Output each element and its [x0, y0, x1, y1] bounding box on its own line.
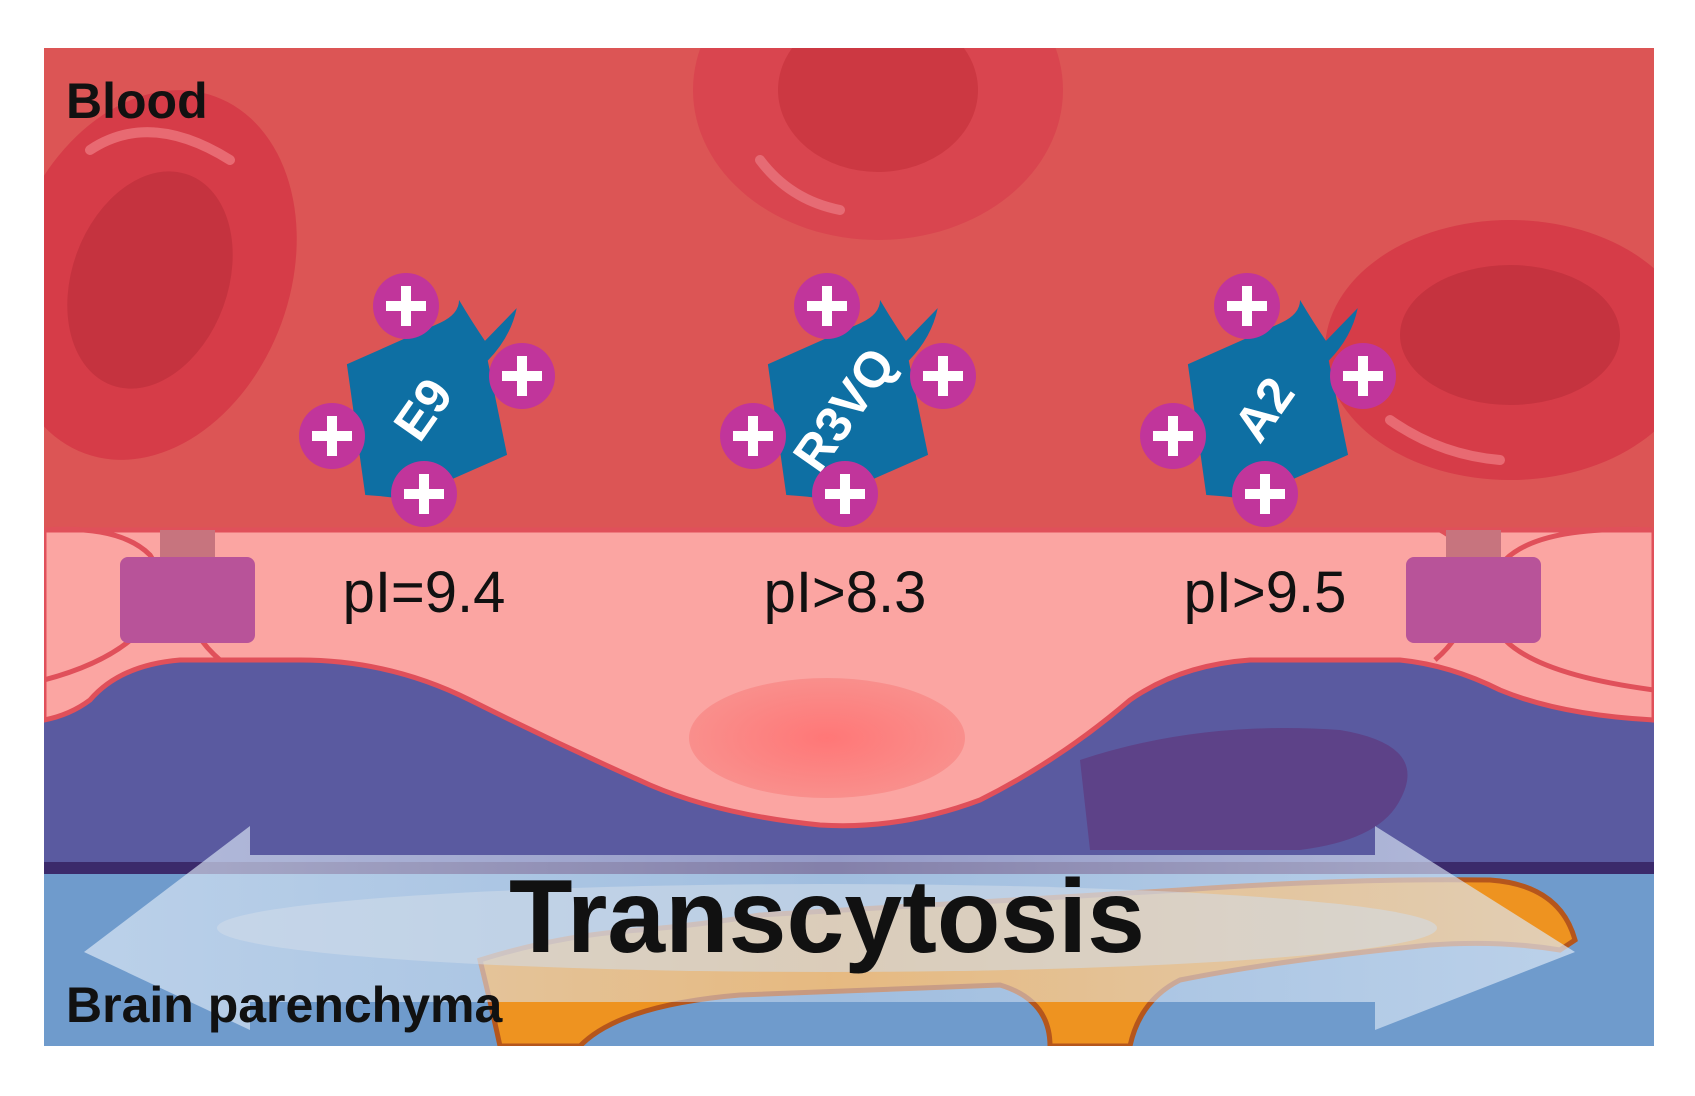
- pi-label-r3vq: pI>8.3: [764, 560, 927, 625]
- brain-label: Brain parenchyma: [66, 977, 503, 1033]
- plus-circle-icon: [1140, 403, 1206, 469]
- transcytosis-label: Transcytosis: [509, 859, 1145, 975]
- tight-junction-left: [120, 557, 255, 643]
- red-blood-cell-right: [1325, 220, 1654, 480]
- plus-circle-icon: [1214, 273, 1280, 339]
- plus-circle-icon: [794, 273, 860, 339]
- peptide-body: [1187, 300, 1358, 500]
- junction-link-left: [160, 530, 215, 557]
- plus-circle-icon: [812, 461, 878, 527]
- red-blood-cell-left: [44, 90, 297, 460]
- plus-circle-icon: [299, 403, 365, 469]
- endothelial-cell: [44, 527, 1654, 829]
- plus-circle-icon: [373, 273, 439, 339]
- plus-circle-icon: [910, 343, 976, 409]
- plus-circle-icon: [391, 461, 457, 527]
- red-blood-cell-top: [693, 48, 1063, 240]
- pericyte-dark: [1080, 728, 1408, 850]
- plus-circle-icon: [489, 343, 555, 409]
- tight-junction-right: [1406, 557, 1541, 643]
- plus-circle-icon: [720, 403, 786, 469]
- transcytosis-vesicle: [689, 678, 965, 798]
- arrow-inner-band: [217, 884, 1437, 972]
- peptide-body: [767, 300, 938, 500]
- plus-circle-icon: [1330, 343, 1396, 409]
- pi-label-a2: pI>9.5: [1184, 560, 1347, 625]
- pi-label-e9: pI=9.4: [343, 560, 506, 625]
- plus-circle-icon: [1232, 461, 1298, 527]
- peptide-body: [346, 300, 517, 500]
- junction-link-right: [1446, 530, 1501, 557]
- blood-label: Blood: [66, 73, 208, 129]
